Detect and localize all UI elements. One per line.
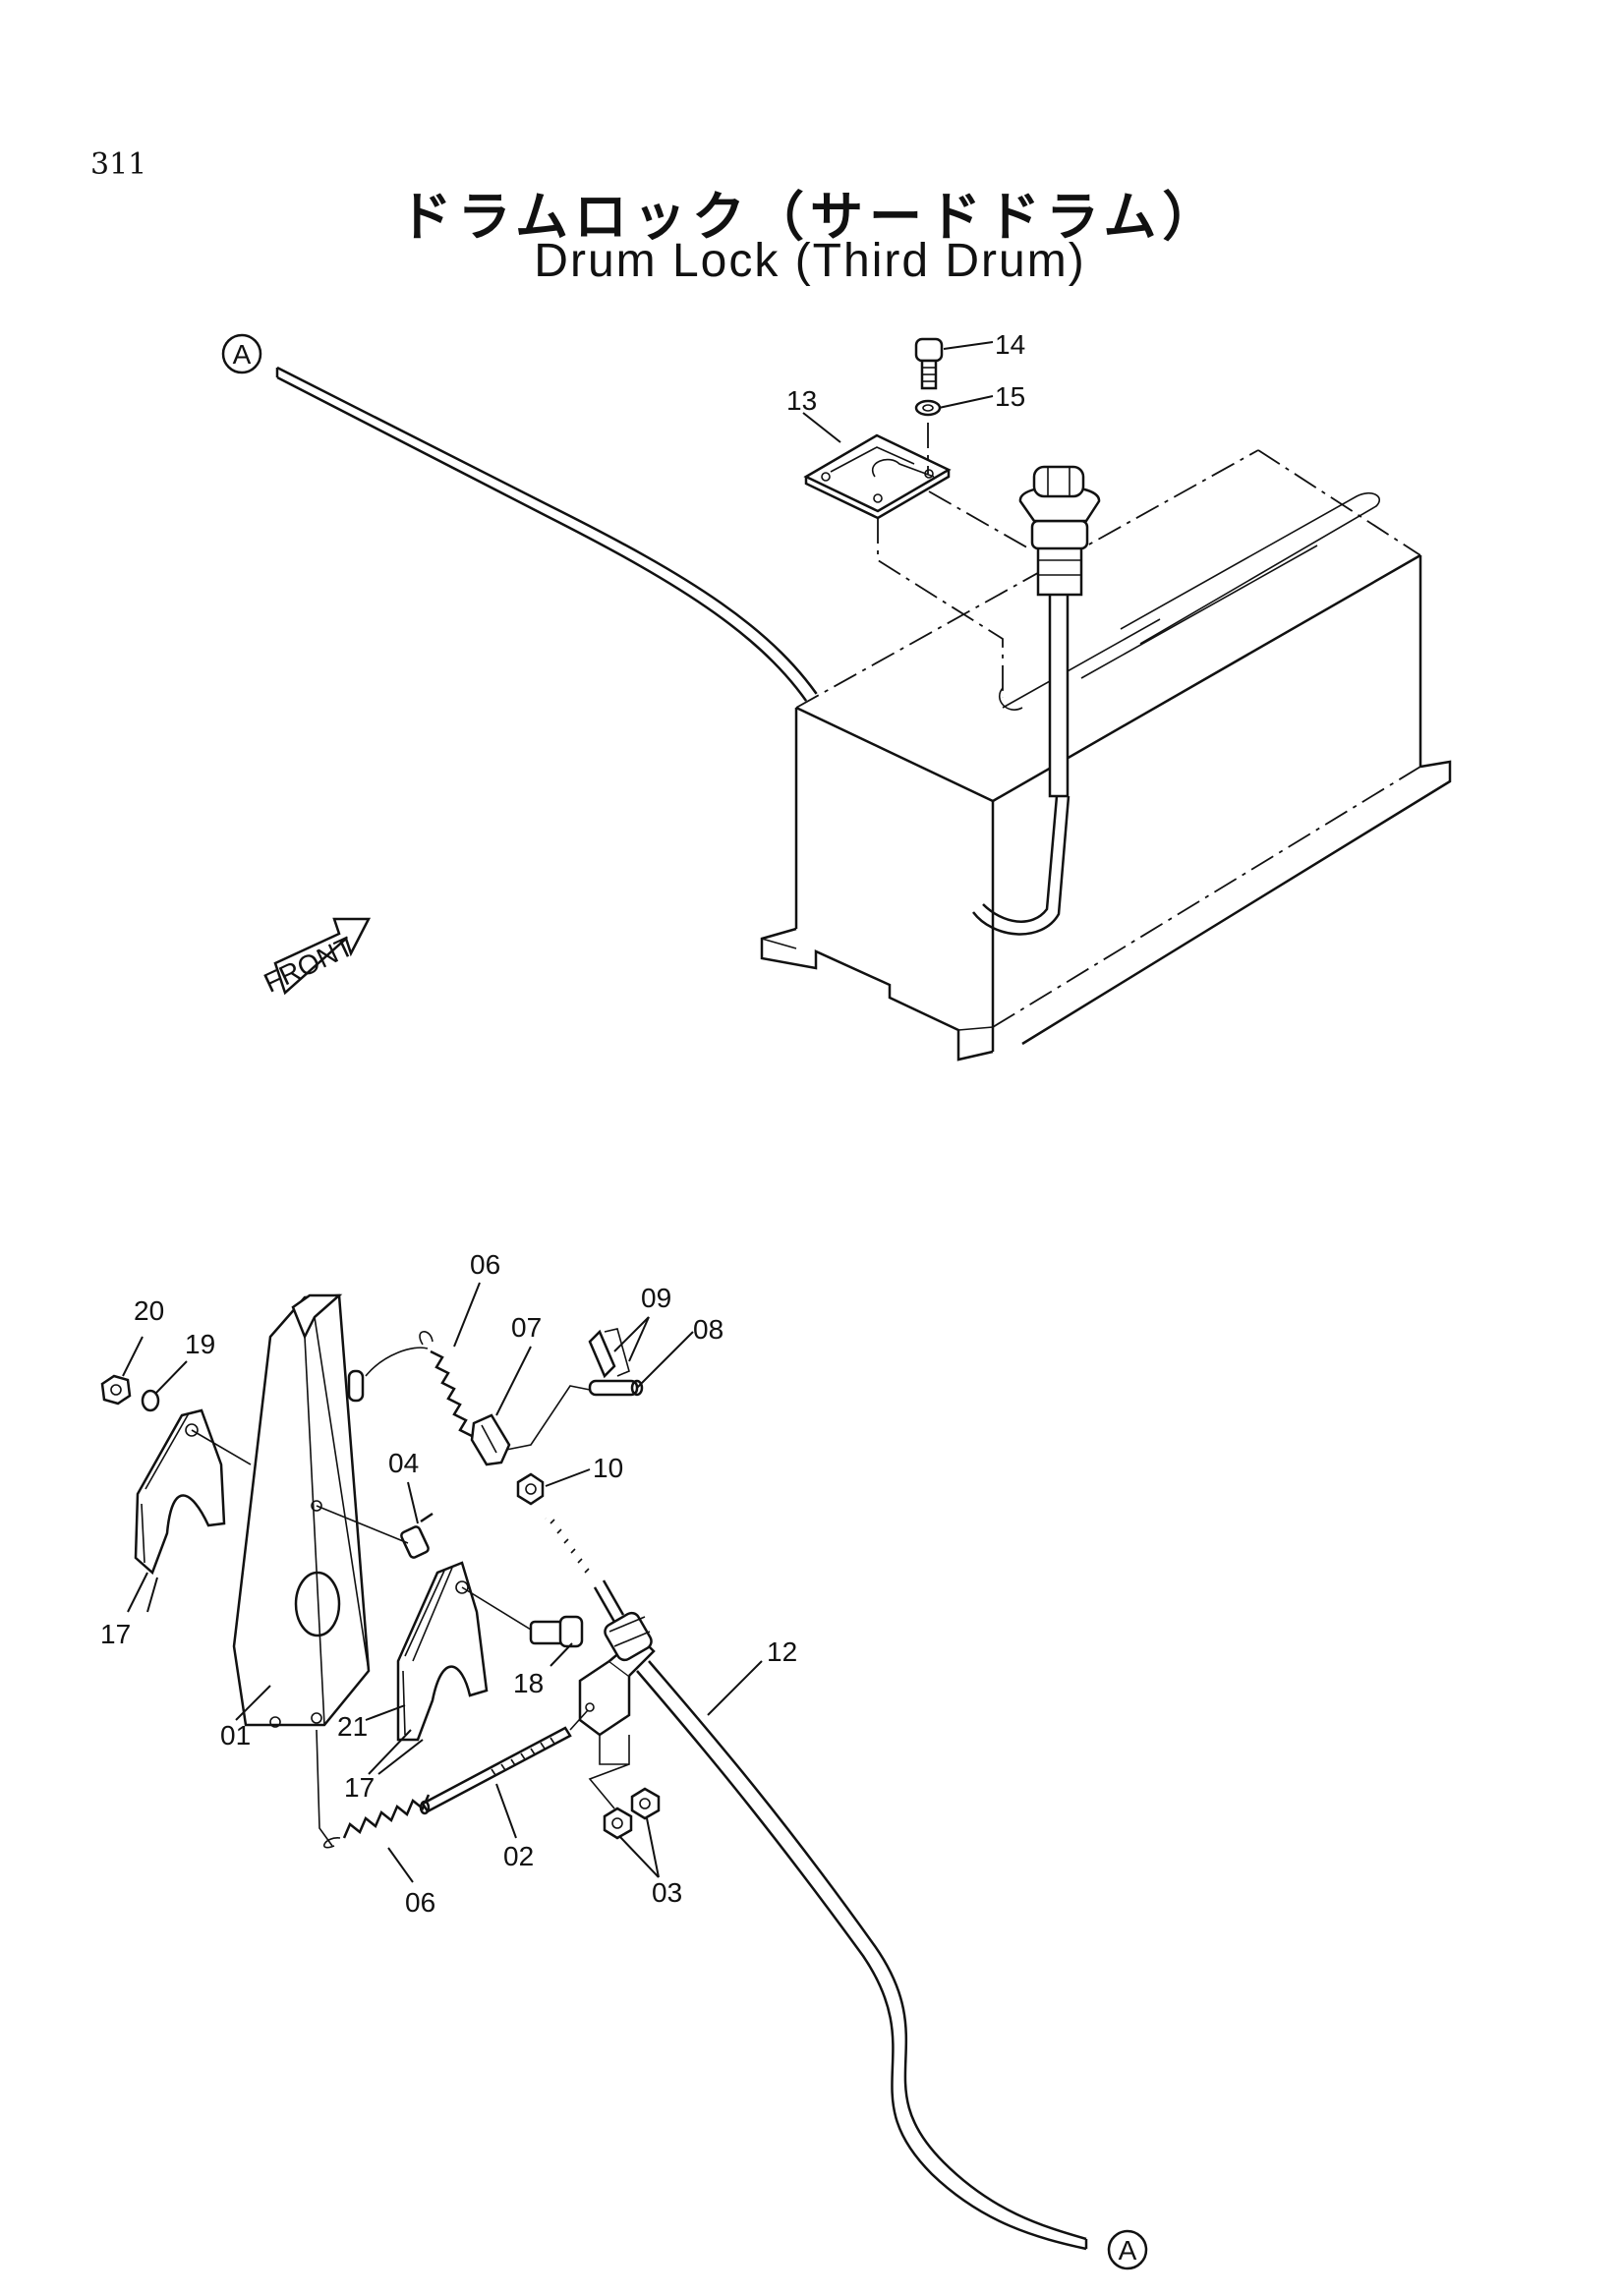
- callout-03: 03: [652, 1877, 682, 1908]
- connector-a-bottom-label: A: [1119, 2235, 1137, 2266]
- box-housing: [760, 449, 1452, 1062]
- connector-a-bottom: A: [1107, 2229, 1148, 2270]
- callout-19: 19: [185, 1329, 215, 1359]
- callout-13: 13: [786, 385, 817, 416]
- bolt-part-18: [529, 1615, 584, 1648]
- callout-01: 01: [220, 1720, 251, 1751]
- callout-07: 07: [511, 1312, 542, 1343]
- cable-bend: [971, 795, 1070, 936]
- pin-part-09-08: [588, 1328, 644, 1397]
- spring-part-06-upper: [365, 1331, 473, 1438]
- callout-12: 12: [767, 1636, 797, 1667]
- nut-part-10: [516, 1472, 545, 1506]
- callout-06-lower: 06: [405, 1887, 435, 1918]
- page-number: 311: [90, 147, 147, 182]
- callout-10: 10: [593, 1453, 623, 1483]
- callout-18: 18: [513, 1668, 544, 1698]
- front-direction-arrow: FRONT: [260, 917, 372, 999]
- block-part-07: [470, 1413, 511, 1466]
- callout-04: 04: [388, 1448, 419, 1478]
- front-label: FRONT: [260, 931, 359, 999]
- rod-part-02: [419, 1726, 572, 1815]
- callout-02: 02: [503, 1841, 534, 1871]
- plate-part-17-right: [396, 1561, 489, 1742]
- washer-part-15: [914, 399, 942, 417]
- cable-upper: [275, 366, 984, 913]
- plate-part-13: [803, 433, 952, 520]
- callout-14: 14: [995, 329, 1025, 360]
- callout-09: 09: [641, 1283, 671, 1313]
- bolt-part-14: [914, 337, 944, 390]
- callout-21: 21: [337, 1711, 368, 1742]
- callout-08: 08: [693, 1314, 723, 1345]
- nut-part-03: [603, 1787, 661, 1840]
- plate-part-17-left: [134, 1408, 226, 1576]
- nipple-part-04: [400, 1512, 434, 1559]
- callout-17-left: 17: [100, 1619, 131, 1649]
- lock-knob-assembly: [1018, 465, 1101, 798]
- title-japanese: ドラムロック（サードドラム）: [398, 186, 1222, 248]
- washer-part-19: [141, 1389, 160, 1412]
- lever-part-01: [232, 1293, 371, 1728]
- connector-a-top-label: A: [233, 339, 252, 370]
- connector-a-top: A: [221, 333, 262, 374]
- cable-bracket: [578, 1611, 656, 1737]
- callout-17-right: 17: [344, 1772, 375, 1803]
- nut-part-20: [100, 1374, 132, 1406]
- cable-threaded-end: [541, 1515, 625, 1623]
- title-english: Drum Lock (Third Drum): [534, 235, 1086, 287]
- callout-15: 15: [995, 381, 1025, 412]
- cable-lower: [636, 1660, 1088, 2251]
- callout-20: 20: [134, 1295, 164, 1326]
- callout-06-upper: 06: [470, 1249, 500, 1280]
- spring-part-06-lower: [316, 1729, 431, 1849]
